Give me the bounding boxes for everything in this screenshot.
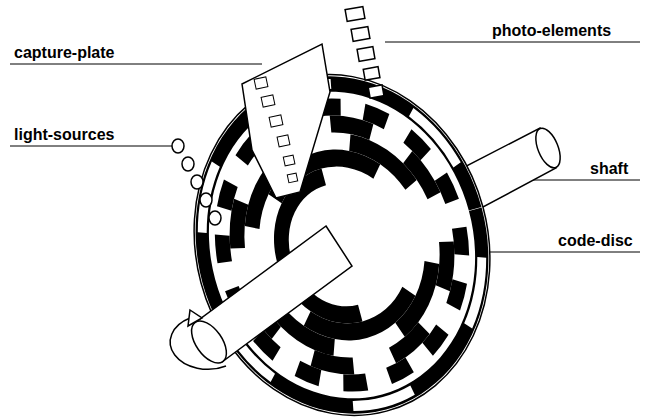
leader-line [10, 146, 172, 147]
code-track-segment [211, 177, 243, 215]
code-track-segment [448, 225, 474, 259]
code-disc-shape [156, 41, 527, 418]
part-label: capture-plate [12, 44, 116, 62]
code-track-segment [401, 126, 433, 164]
code-track-segment [339, 369, 369, 397]
code-track-segment [433, 171, 459, 205]
code-track-segment [441, 276, 473, 314]
code-track-segment [359, 98, 393, 133]
leader-line [470, 252, 640, 253]
code-track-segment [291, 356, 325, 391]
code-track-segment [385, 356, 415, 384]
code-track-segment [210, 231, 236, 265]
part-label: code-disc [556, 232, 635, 250]
code-track-segment [419, 322, 453, 357]
part-label: shaft [588, 160, 630, 178]
leader-line [10, 64, 262, 65]
light-sources-shape [172, 139, 221, 225]
part-label: light-sources [12, 126, 116, 144]
code-track-segment [158, 43, 525, 418]
rotation-arrow [170, 310, 226, 369]
photo-elements-shape [345, 7, 384, 99]
shaft-front [185, 226, 352, 369]
leader-line [385, 42, 640, 43]
part-label: photo-elements [490, 22, 613, 40]
capture-plate-shape [242, 44, 330, 198]
